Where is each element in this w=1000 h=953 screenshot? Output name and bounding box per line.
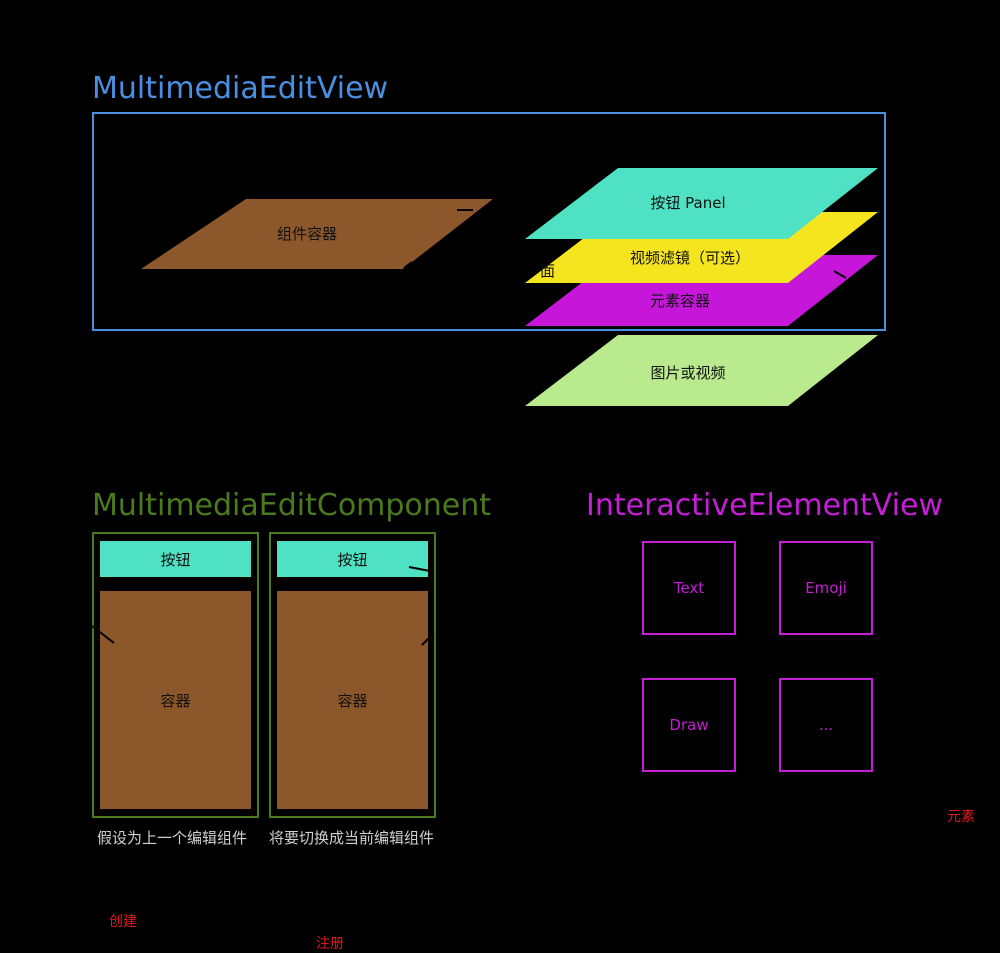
- register-note: 注册: [316, 936, 344, 952]
- element-text-label: Text: [673, 579, 705, 597]
- partial-label: 面: [540, 262, 555, 280]
- multimedia-edit-view-title: MultimediaEditView: [92, 71, 389, 106]
- previous-button-block: [100, 541, 251, 577]
- previous-component-frame: [92, 532, 259, 818]
- image-or-video-label: 图片或视频: [650, 364, 725, 382]
- element-note: 元素: [947, 809, 975, 825]
- previous-button-label: 按钮: [160, 551, 191, 569]
- element-box-draw: Draw: [642, 678, 736, 772]
- current-container-label: 容器: [337, 692, 368, 710]
- element-box-text: Text: [642, 541, 736, 635]
- multimedia-edit-component-title: MultimediaEditComponent: [92, 488, 492, 523]
- button-panel-layer: [525, 168, 878, 239]
- component-arrows: [91, 566, 435, 646]
- element-emoji-label: Emoji: [805, 579, 847, 597]
- current-component-caption: 将要切换成当前编辑组件: [269, 829, 435, 847]
- element-box-emoji: Emoji: [779, 541, 873, 635]
- previous-container-label: 容器: [160, 692, 191, 710]
- interactive-element-view-title: InteractiveElementView: [586, 488, 943, 523]
- connector-arrows: [403, 209, 847, 279]
- current-button-block: [277, 541, 428, 577]
- previous-component-caption: 假设为上一个编辑组件: [97, 829, 248, 847]
- image-or-video-layer: [525, 335, 878, 406]
- component-container-plane: [141, 199, 493, 269]
- element-draw-label: Draw: [669, 716, 709, 734]
- element-more-label: ...: [818, 716, 834, 734]
- element-container-label: 元素容器: [650, 292, 710, 310]
- current-container-block: [277, 591, 428, 809]
- current-component-frame: [269, 532, 436, 818]
- button-panel-label: 按钮 Panel: [650, 194, 725, 212]
- current-button-label: 按钮: [337, 551, 368, 569]
- previous-container-block: [100, 591, 251, 809]
- create-note: 创建: [109, 914, 137, 930]
- video-filter-label: 视频滤镜（可选）: [630, 249, 750, 267]
- multimedia-edit-view-frame: [92, 112, 886, 331]
- component-container-label: 组件容器: [277, 225, 337, 243]
- element-box-more: ...: [779, 678, 873, 772]
